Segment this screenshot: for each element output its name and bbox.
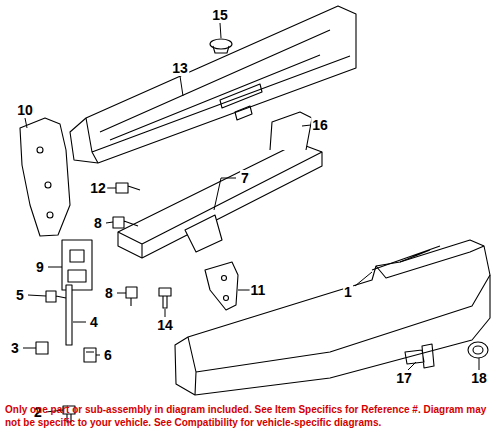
callout-number: 1 — [343, 284, 353, 300]
callout-number: 11 — [250, 282, 267, 298]
callout-number: 7 — [240, 170, 250, 186]
callout-number: 4 — [89, 314, 99, 330]
callout-number: 15 — [211, 7, 229, 23]
callout-number: 5 — [15, 287, 25, 303]
callout-number: 18 — [470, 370, 488, 386]
callout-number: 6 — [103, 347, 113, 363]
callout-number: 8 — [104, 285, 114, 301]
callout-number: 3 — [10, 340, 20, 356]
callout-number: 16 — [311, 117, 329, 133]
callout-number: 9 — [35, 259, 45, 275]
callout-number: 13 — [171, 60, 189, 76]
callout-number: 10 — [16, 102, 34, 118]
callout-number: 12 — [89, 180, 107, 196]
callout-number: 14 — [156, 317, 174, 333]
callout-number: 8 — [93, 215, 103, 231]
disclaimer-note: Only one part or sub-assembly in diagram… — [5, 403, 497, 429]
callout-number: 17 — [395, 370, 413, 386]
